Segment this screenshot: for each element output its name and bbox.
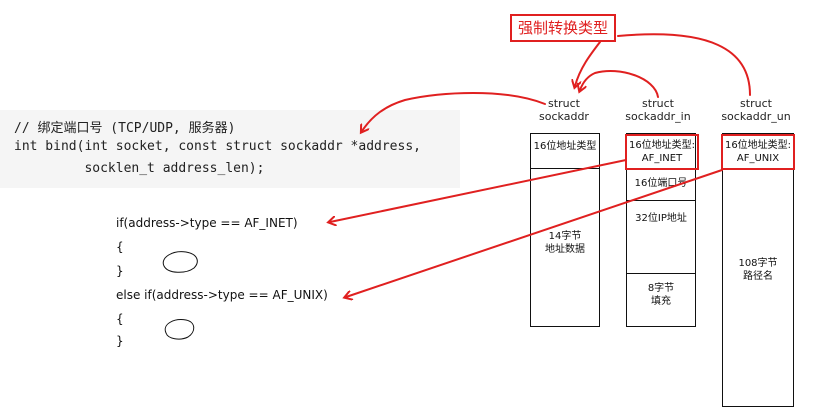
sockaddr-un-family-highlight <box>721 134 795 170</box>
snippet-close-brace-1: } <box>116 264 124 278</box>
scribble-ellipse-1 <box>162 251 198 273</box>
snippet-block <box>104 200 236 350</box>
scribble-ellipse-2 <box>164 319 195 340</box>
sockaddr-in-field-family: 16位地址类型: AF_INET <box>628 140 696 164</box>
snippet-elseif-line: else if(address->type == AF_UNIX) <box>116 288 328 302</box>
sockaddr-un-field-path: 108字节 路径名 <box>738 258 778 282</box>
snippet-close-brace-2: } <box>116 334 124 348</box>
sockaddr-in-family-highlight <box>625 134 699 170</box>
sockaddr-in-field-padding: 8字节 填充 <box>647 283 675 307</box>
sockaddr-label-bottom: sockaddr <box>539 110 589 123</box>
arrow-sockaddr-to-code <box>362 92 546 131</box>
sockaddr-in-field-port: 16位端口号 <box>634 178 688 189</box>
sockaddr-in-struct-box <box>626 133 696 327</box>
snippet-open-brace-2: { <box>116 312 124 326</box>
arrow-title-to-sockaddr <box>575 41 601 86</box>
arrow-af-inet-to-if <box>330 159 627 222</box>
sockaddr-in-divider-2 <box>626 200 696 201</box>
sockaddr-field-family: 16位地址类型 <box>533 141 597 152</box>
sockaddr-un-field-family: 16位地址类型: AF_UNIX <box>724 140 792 164</box>
sockaddr-un-label-top: struct <box>740 97 772 110</box>
sockaddr-in-label-top: struct <box>642 97 674 110</box>
arrow-af-unix-to-elseif <box>346 169 723 297</box>
code-block <box>0 110 460 188</box>
sockaddr-in-divider-3 <box>626 273 696 274</box>
cast-type-annotation: 强制转换类型 <box>510 14 616 42</box>
code-bind-line1: int bind(int socket, const struct sockad… <box>14 139 421 154</box>
sockaddr-un-struct-box <box>722 133 794 407</box>
snippet-open-brace-1: { <box>116 240 124 254</box>
sockaddr-un-label-bottom: sockaddr_un <box>721 110 791 123</box>
sockaddr-in-field-ip: 32位IP地址 <box>635 213 687 224</box>
arrow-sockaddr-in-to-sockaddr <box>580 69 659 98</box>
code-bind-line2: socklen_t address_len); <box>14 161 265 176</box>
sockaddr-in-label-bottom: sockaddr_in <box>625 110 691 123</box>
sockaddr-label-top: struct <box>548 97 580 110</box>
sockaddr-struct-box <box>530 133 600 327</box>
snippet-if-line: if(address->type == AF_INET) <box>116 216 298 230</box>
code-comment: // 绑定端口号 (TCP/UDP, 服务器) <box>14 121 236 136</box>
sockaddr-field-data: 14字节 地址数据 <box>545 231 585 255</box>
arrow-sockaddr-un-to-title <box>617 33 751 96</box>
sockaddr-divider <box>530 168 600 169</box>
